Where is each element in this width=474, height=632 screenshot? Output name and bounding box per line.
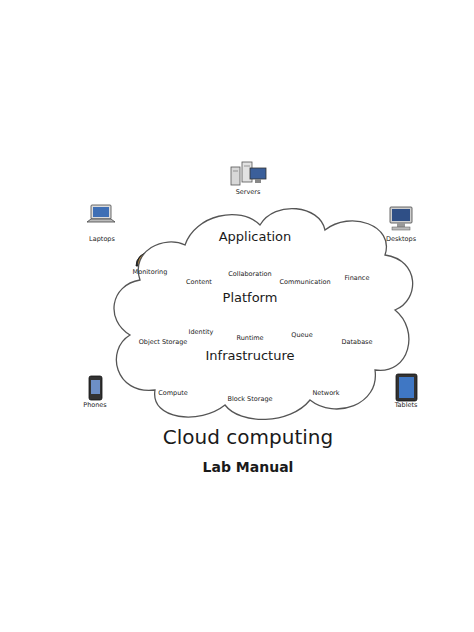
icon-label: Collaboration <box>228 271 271 278</box>
section-heading: Platform <box>223 291 278 305</box>
icon-label: Database <box>341 339 372 346</box>
icon-label: Desktops <box>386 236 416 243</box>
icon-label: Communication <box>279 279 330 286</box>
tablet-icon <box>396 374 417 401</box>
section-heading: Infrastructure <box>206 349 295 363</box>
icon-label: Queue <box>291 332 312 339</box>
icon-label: Content <box>186 279 212 286</box>
diagram-title: Cloud computing <box>163 426 333 448</box>
icon-label: Laptops <box>89 236 115 243</box>
icon-label: Finance <box>345 275 370 282</box>
icon-label: Tablets <box>395 402 418 409</box>
icon-label: Object Storage <box>139 339 188 346</box>
icon-label: Identity <box>189 329 214 336</box>
icon-label: Network <box>312 390 339 397</box>
section-heading: Application <box>219 230 292 244</box>
icon-label: Monitoring <box>133 269 168 276</box>
desktop-icon <box>390 207 412 230</box>
icon-label: Runtime <box>236 335 263 342</box>
laptop-icon <box>87 205 115 222</box>
diagram-caption: Lab Manual <box>203 460 294 475</box>
icon-label: Block Storage <box>227 396 272 403</box>
servers-icon <box>231 162 266 185</box>
cloud-region: ApplicationPlatformInfrastructure <box>100 195 425 430</box>
phone-icon <box>89 376 102 400</box>
icon-label: Compute <box>158 390 188 397</box>
icon-label: Phones <box>83 402 107 409</box>
icon-label: Servers <box>236 189 261 196</box>
